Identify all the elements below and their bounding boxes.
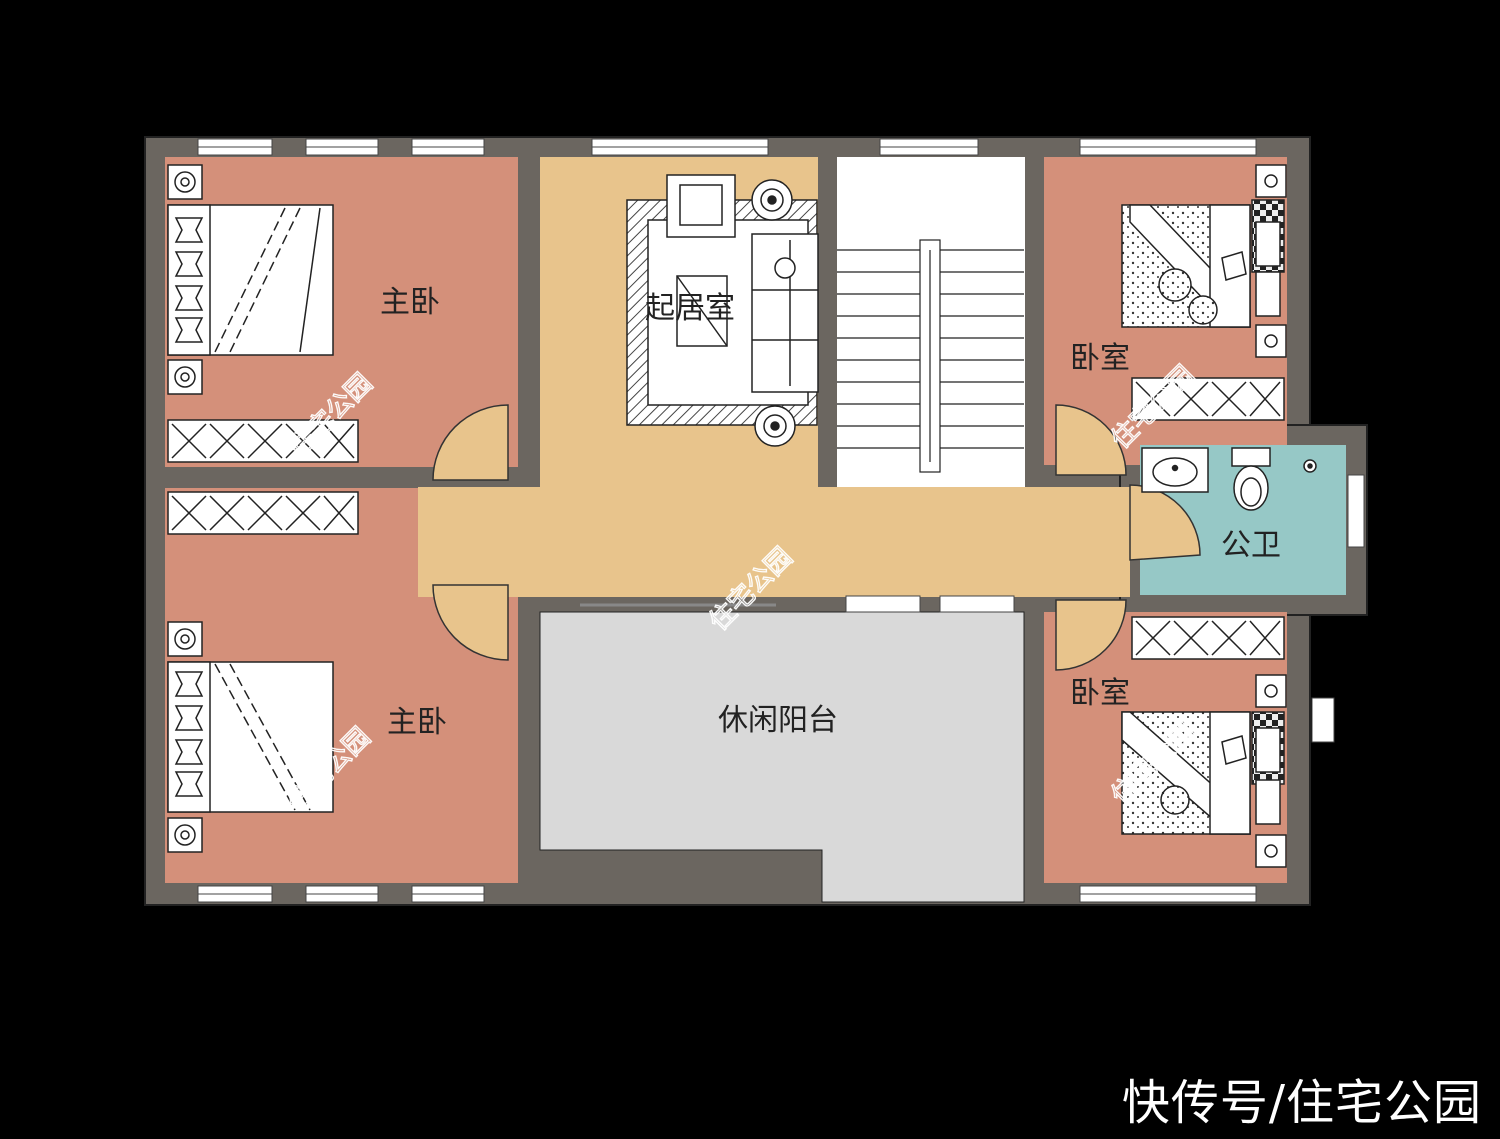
master-bed-top [167, 164, 334, 395]
bathroom-fixtures [1141, 447, 1317, 511]
hallway-floor [418, 487, 1130, 597]
room-labels: 主卧 主卧 起居室 卧室 卧室 公卫 休闲阳台 [380, 285, 1281, 740]
bed-bottom-right [1121, 674, 1287, 868]
living-room-furniture [626, 174, 819, 447]
coffee-table-icon [676, 275, 728, 347]
master-bed-bottom [167, 621, 334, 853]
sink-icon [1141, 447, 1209, 493]
nightstand-icon [167, 164, 203, 200]
wardrobes [167, 377, 1285, 660]
armchair-icon [666, 174, 736, 238]
label-master-bedroom-bottom: 主卧 [387, 705, 447, 740]
doors [432, 404, 1201, 671]
staircase [837, 239, 1024, 473]
balcony-floor [539, 611, 1025, 903]
label-master-bedroom-top: 主卧 [380, 285, 440, 320]
toilet-icon [1231, 447, 1271, 511]
lamp-icon [1255, 834, 1287, 868]
nightstand-icon [167, 621, 203, 657]
label-bedroom-top-right: 卧室 [1070, 341, 1130, 376]
lamp-icon [754, 405, 796, 447]
label-leisure-balcony: 休闲阳台 [718, 703, 838, 738]
lamp-icon [751, 179, 793, 221]
wardrobe-top-right [1131, 377, 1285, 421]
lamp-icon [1255, 324, 1287, 358]
shower-drain-icon [1303, 459, 1317, 473]
wardrobe-top-left [167, 419, 359, 463]
windows [197, 138, 1365, 903]
nightstand-icon [167, 817, 203, 853]
credit-caption: 快传号/住宅公园 [1121, 1075, 1482, 1131]
lamp-icon [1255, 674, 1287, 708]
wardrobe-bottom-right [1131, 616, 1285, 660]
bed-top-right [1121, 164, 1287, 358]
label-bedroom-bottom-right: 卧室 [1070, 676, 1130, 711]
label-living-room: 起居室 [645, 291, 735, 326]
lamp-icon [1255, 164, 1287, 198]
nightstand-icon [167, 359, 203, 395]
label-public-bathroom: 公卫 [1221, 528, 1281, 563]
wardrobe-mid-left [167, 491, 359, 535]
